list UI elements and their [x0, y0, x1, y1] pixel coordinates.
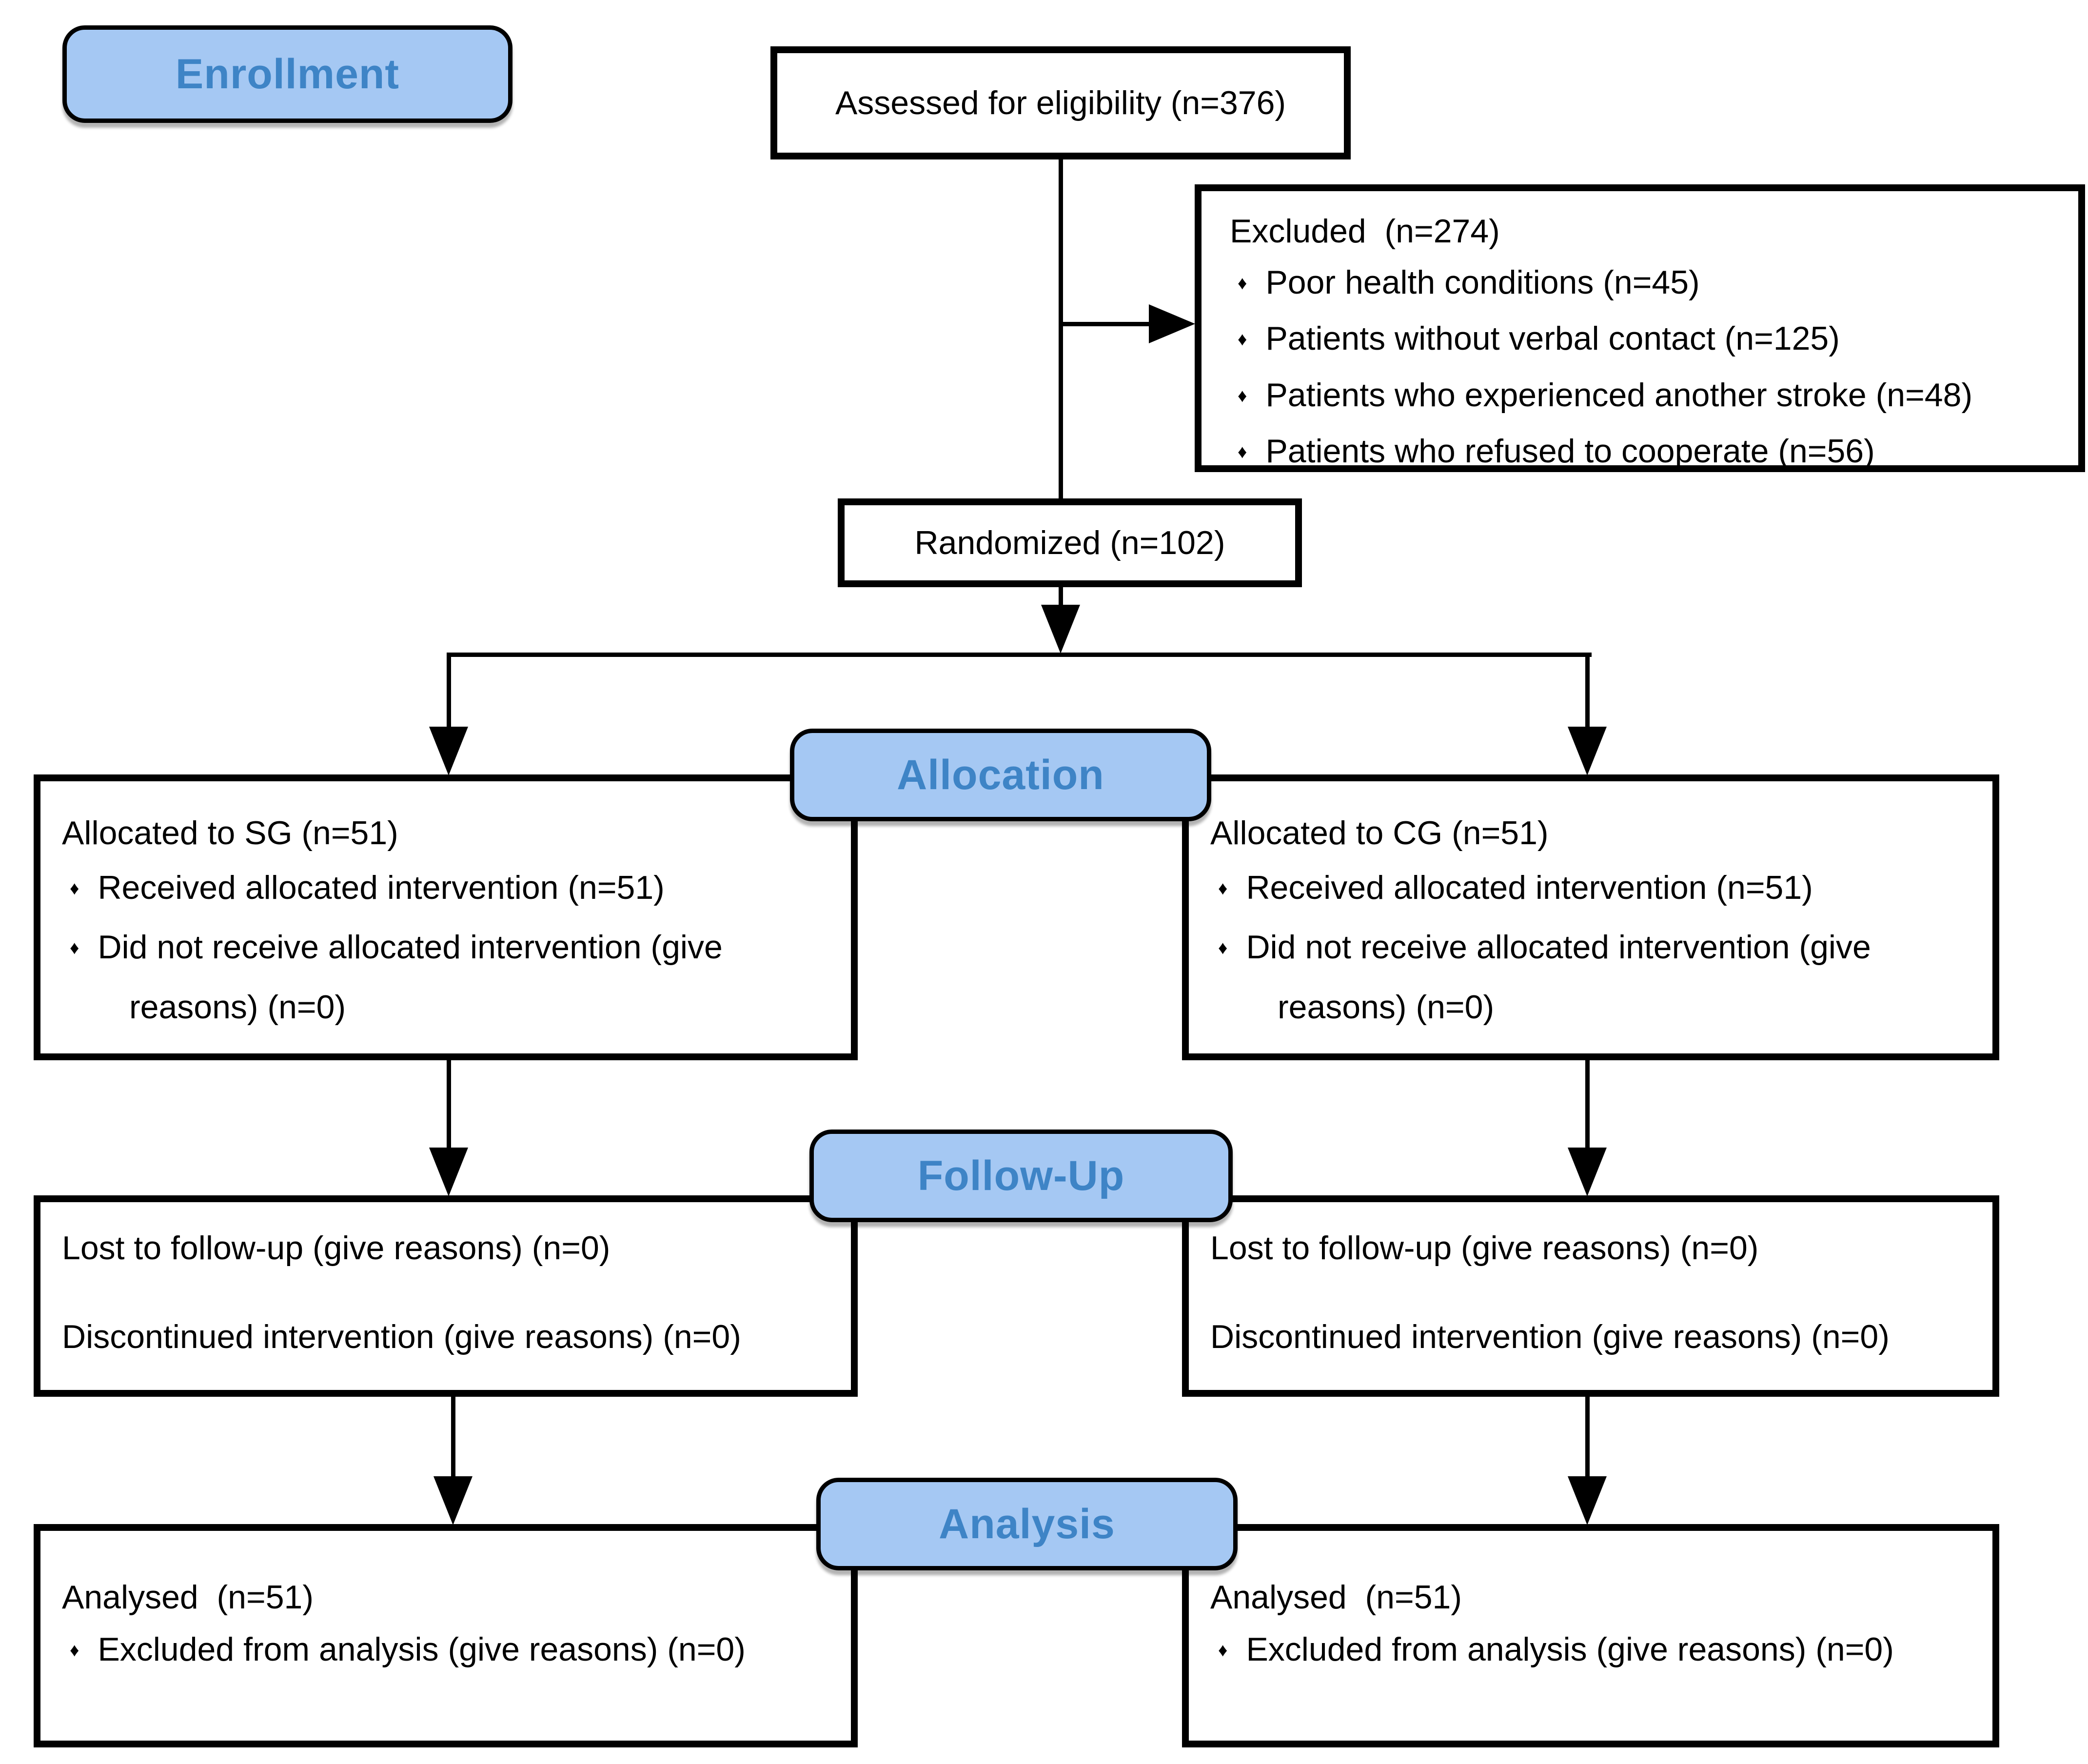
- text-line: Allocated to CG (n=51): [1210, 810, 1986, 857]
- text-line: reasons) (n=0): [129, 984, 844, 1031]
- text-line: Discontinued intervention (give reasons)…: [1210, 1313, 1986, 1361]
- arrow-right-icon: [1149, 304, 1195, 343]
- bullet-line: ♦ Did not receive allocated intervention …: [1210, 924, 1986, 976]
- text-line: Lost to follow-up (give reasons) (n=0): [62, 1225, 844, 1272]
- line-text: Patients who experienced another stroke …: [1265, 376, 1973, 414]
- line-text: Excluded (n=274): [1230, 213, 1500, 250]
- bullet-line: ♦ Poor health conditions (n=45): [1230, 259, 2069, 312]
- bullet-line: ♦ Did not receive allocated intervention …: [62, 924, 844, 976]
- arrow-down-icon: [1568, 727, 1607, 775]
- diamond-bullet-icon: ♦: [1238, 329, 1247, 350]
- allocation-sg-box: Allocated to SG (n=51) ♦ Received allocate…: [34, 774, 858, 1060]
- stage-label-analysis: Analysis: [939, 1500, 1115, 1547]
- text-line: Lost to follow-up (give reasons) (n=0): [1210, 1225, 1986, 1272]
- analysis-sg-content: Analysed (n=51) ♦ Excluded from analysis (…: [40, 1531, 851, 1678]
- analysis-cg-content: Analysed (n=51) ♦ Excluded from analysis (…: [1189, 1531, 1992, 1678]
- analysis-sg-box: Analysed (n=51) ♦ Excluded from analysis (…: [34, 1524, 858, 1747]
- line-text: reasons) (n=0): [1278, 988, 1495, 1026]
- line-text: Patients without verbal contact (n=125): [1265, 320, 1840, 357]
- text-line: Allocated to SG (n=51): [62, 810, 844, 857]
- allocation-sg-content: Allocated to SG (n=51) ♦ Received allocate…: [40, 781, 851, 1031]
- line-text: Excluded from analysis (give reasons) (n…: [98, 1630, 746, 1668]
- arrow-down-icon: [1568, 1476, 1607, 1525]
- connector-to-excluded: [1059, 322, 1163, 326]
- line-text: Allocated to SG (n=51): [62, 814, 398, 852]
- diamond-bullet-icon: ♦: [1218, 938, 1228, 959]
- bullet-line: ♦ Received allocated intervention (n=51): [1210, 864, 1986, 917]
- randomized-text: Randomized (n=102): [914, 524, 1225, 561]
- line-text: Poor health conditions (n=45): [1265, 263, 1700, 301]
- line-text: reasons) (n=0): [129, 988, 346, 1026]
- stage-pill-enrollment: Enrollment: [62, 25, 512, 123]
- text-line: reasons) (n=0): [1278, 984, 1986, 1031]
- bullet-line: ♦ Excluded from analysis (give reasons) (…: [62, 1626, 844, 1679]
- diamond-bullet-icon: ♦: [70, 1640, 79, 1661]
- bullet-line: ♦ Excluded from analysis (give reasons) (…: [1210, 1626, 1986, 1679]
- excluded-content: Excluded (n=274) ♦ Poor health conditions …: [1202, 191, 2078, 480]
- line-text: Allocated to CG (n=51): [1210, 814, 1549, 852]
- followup-cg-content: Lost to follow-up (give reasons) (n=0) Di…: [1189, 1202, 1992, 1360]
- line-text: Discontinued intervention (give reasons)…: [1210, 1318, 1890, 1355]
- diamond-bullet-icon: ♦: [1218, 878, 1228, 899]
- followup-sg-content: Lost to follow-up (give reasons) (n=0) Di…: [40, 1202, 851, 1360]
- diamond-bullet-icon: ♦: [1218, 1640, 1228, 1661]
- arrow-down-icon: [1041, 605, 1080, 654]
- connector-branch-to-cg: [1585, 653, 1590, 729]
- stage-label-enrollment: Enrollment: [175, 50, 400, 98]
- allocation-cg-box: Allocated to CG (n=51) ♦ Received allocate…: [1182, 774, 1999, 1060]
- bullet-line: ♦ Patients without verbal contact (n=125): [1230, 315, 2069, 368]
- line-text: Received allocated intervention (n=51): [98, 869, 665, 906]
- text-line: Analysed (n=51): [1210, 1574, 1986, 1621]
- stage-label-followup: Follow-Up: [917, 1152, 1125, 1199]
- randomized-box: Randomized (n=102): [838, 498, 1302, 587]
- text-line: Analysed (n=51): [62, 1574, 844, 1621]
- line-text: Did not receive allocated intervention (…: [1246, 929, 1871, 966]
- connector-assessed-to-randomized: [1059, 159, 1063, 500]
- line-text: Lost to follow-up (give reasons) (n=0): [62, 1229, 611, 1267]
- stage-pill-analysis: Analysis: [816, 1478, 1238, 1570]
- analysis-cg-box: Analysed (n=51) ♦ Excluded from analysis (…: [1182, 1524, 1999, 1747]
- connector-alloccg-to-fucg: [1585, 1059, 1590, 1150]
- excluded-box: Excluded (n=274) ♦ Poor health conditions …: [1195, 184, 2085, 472]
- arrow-down-icon: [433, 1476, 473, 1525]
- line-text: Received allocated intervention (n=51): [1246, 869, 1813, 906]
- allocation-cg-content: Allocated to CG (n=51) ♦ Received allocate…: [1189, 781, 1992, 1031]
- arrow-down-icon: [429, 727, 468, 775]
- diamond-bullet-icon: ♦: [1238, 385, 1247, 406]
- bullet-line: ♦ Patients who experienced another stroke…: [1230, 372, 2069, 424]
- stage-pill-allocation: Allocation: [790, 729, 1211, 821]
- connector-allocsg-to-fusg: [447, 1059, 451, 1150]
- bullet-line: ♦ Received allocated intervention (n=51): [62, 864, 844, 917]
- connector-branch-to-sg: [447, 653, 451, 729]
- line-text: Did not receive allocated intervention (…: [98, 929, 723, 966]
- stage-pill-followup: Follow-Up: [809, 1130, 1233, 1222]
- line-text: Patients who refused to cooperate (n=56): [1265, 433, 1875, 470]
- connector-randomized-down: [1059, 586, 1063, 610]
- connector-branch: [447, 653, 1592, 657]
- arrow-down-icon: [1568, 1148, 1607, 1196]
- diamond-bullet-icon: ♦: [1238, 273, 1247, 294]
- line-text: Discontinued intervention (give reasons)…: [62, 1318, 741, 1355]
- text-line: Excluded (n=274): [1230, 208, 2069, 255]
- text-line: Discontinued intervention (give reasons)…: [62, 1313, 844, 1361]
- diamond-bullet-icon: ♦: [70, 878, 79, 899]
- line-text: Lost to follow-up (give reasons) (n=0): [1210, 1229, 1759, 1267]
- line-text: Analysed (n=51): [62, 1579, 314, 1616]
- arrow-down-icon: [429, 1148, 468, 1196]
- bullet-line: ♦ Patients who refused to cooperate (n=56…: [1230, 428, 2069, 480]
- assessed-box: Assessed for eligibility (n=376): [770, 46, 1351, 159]
- assessed-text: Assessed for eligibility (n=376): [835, 84, 1286, 121]
- followup-sg-box: Lost to follow-up (give reasons) (n=0) Di…: [34, 1195, 858, 1397]
- line-text: Analysed (n=51): [1210, 1579, 1462, 1616]
- connector-fusg-to-ansg: [451, 1396, 455, 1478]
- connector-fucg-to-ancg: [1585, 1396, 1590, 1478]
- followup-cg-box: Lost to follow-up (give reasons) (n=0) Di…: [1182, 1195, 1999, 1397]
- diamond-bullet-icon: ♦: [70, 938, 79, 959]
- diamond-bullet-icon: ♦: [1238, 442, 1247, 463]
- line-text: Excluded from analysis (give reasons) (n…: [1246, 1630, 1894, 1668]
- stage-label-allocation: Allocation: [897, 751, 1104, 798]
